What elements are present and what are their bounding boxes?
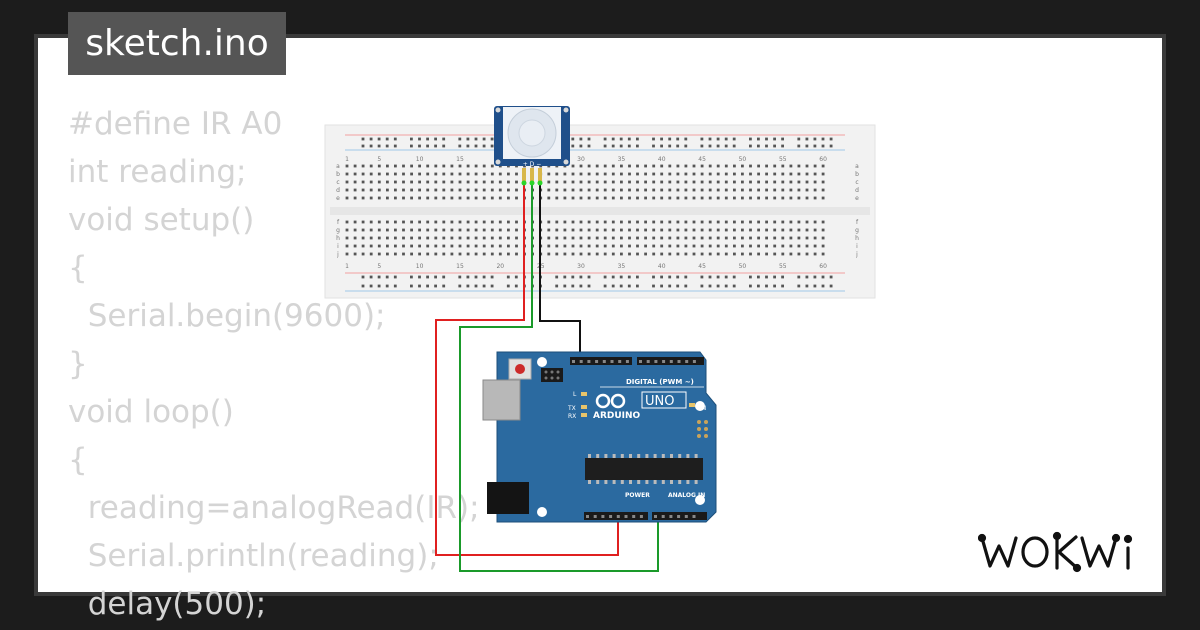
- wires[interactable]: [435, 183, 659, 572]
- column-number: 15: [456, 263, 464, 270]
- row-letter: c: [855, 179, 858, 186]
- column-number: 10: [416, 263, 424, 270]
- column-number: 5: [377, 263, 381, 270]
- led-tx-label: TX: [567, 405, 576, 412]
- column-number: 50: [739, 263, 747, 270]
- code-line[interactable]: delay(500);: [68, 586, 267, 622]
- code-line[interactable]: Serial.begin(9600);: [68, 298, 386, 334]
- pir-pin-out[interactable]: [530, 168, 534, 183]
- arduino-infinity-logo: [595, 393, 626, 409]
- row-letter: j: [336, 251, 339, 258]
- arduino-brand: ARDUINO: [593, 411, 641, 421]
- row-letter: a: [855, 163, 859, 170]
- led-rx-label: RX: [568, 413, 576, 420]
- column-number: 35: [618, 156, 626, 163]
- row-letter: e: [855, 195, 859, 202]
- code-line[interactable]: void setup(): [68, 202, 255, 238]
- column-number: 60: [819, 156, 827, 163]
- led-l-label: L: [573, 391, 577, 398]
- column-number: 40: [658, 263, 666, 270]
- chip-pins: [588, 454, 698, 484]
- row-letter: f: [337, 219, 340, 226]
- column-number: 45: [698, 263, 706, 270]
- code-line[interactable]: reading=analogRead(IR);: [68, 490, 480, 526]
- row-letter: i: [337, 243, 339, 250]
- wire-black-gnd[interactable]: [539, 183, 581, 363]
- analog-label: ANALOG IN: [668, 492, 705, 499]
- microcontroller-chip: [585, 458, 703, 480]
- column-number: 1: [345, 263, 349, 270]
- power-header[interactable]: [584, 512, 648, 520]
- column-number: 1: [345, 156, 349, 163]
- column-number: 15: [456, 156, 464, 163]
- code-line[interactable]: {: [68, 250, 88, 286]
- column-number: 40: [658, 156, 666, 163]
- power-jack: [487, 482, 529, 514]
- row-letter: i: [856, 243, 858, 250]
- row-letter: e: [336, 195, 340, 202]
- pir-pin-gnd[interactable]: [538, 168, 542, 183]
- arduino-model: UNO: [645, 394, 674, 409]
- column-number: 55: [779, 263, 787, 270]
- row-letter: a: [336, 163, 340, 170]
- row-letter: h: [855, 235, 859, 242]
- digital-header-left[interactable]: [570, 357, 632, 365]
- pir-pin-vcc[interactable]: [522, 168, 526, 183]
- pir-pin-labels: + D −: [523, 161, 542, 168]
- column-number: 60: [819, 263, 827, 270]
- row-letter: c: [336, 179, 339, 186]
- led-on-label: ON: [697, 405, 706, 412]
- row-letter: g: [855, 227, 859, 234]
- power-label: POWER: [625, 492, 650, 499]
- pir-sensor[interactable]: + D −: [494, 106, 570, 186]
- column-number: 50: [739, 156, 747, 163]
- wire-green-signal[interactable]: [459, 183, 659, 572]
- header-pins: [572, 360, 696, 518]
- code-editor[interactable]: #define IR A0 int reading; void setup() { S…: [68, 100, 480, 628]
- row-letter: b: [336, 171, 340, 178]
- column-number: 45: [698, 156, 706, 163]
- column-number: 35: [618, 263, 626, 270]
- digital-label: DIGITAL (PWM ~): [626, 378, 694, 386]
- column-number: 20: [496, 263, 504, 270]
- row-letter: g: [336, 227, 340, 234]
- column-number: 10: [416, 156, 424, 163]
- row-letter: b: [855, 171, 859, 178]
- column-number: 55: [779, 156, 787, 163]
- column-number: 5: [377, 156, 381, 163]
- row-letter: h: [336, 235, 340, 242]
- sketch-tab-title[interactable]: sketch.ino: [68, 12, 286, 75]
- row-letter: d: [855, 187, 859, 194]
- row-letter: d: [336, 187, 340, 194]
- row-letter: f: [856, 219, 859, 226]
- code-line[interactable]: void loop(): [68, 394, 234, 430]
- arduino-uno[interactable]: DIGITAL (PWM ~) L TX RX ARDUINO UNO ON P…: [482, 351, 717, 523]
- column-number: 30: [577, 156, 585, 163]
- wire-red-vcc[interactable]: [435, 183, 619, 556]
- code-line[interactable]: }: [68, 346, 88, 382]
- code-line[interactable]: Serial.println(reading);: [68, 538, 439, 574]
- wokwi-logo: [978, 531, 1133, 573]
- code-line[interactable]: int reading;: [68, 154, 247, 190]
- usb-port: [482, 379, 521, 421]
- code-line[interactable]: #define IR A0: [68, 106, 283, 142]
- column-number: 30: [577, 263, 585, 270]
- row-letter: j: [855, 251, 858, 258]
- code-line[interactable]: {: [68, 442, 88, 478]
